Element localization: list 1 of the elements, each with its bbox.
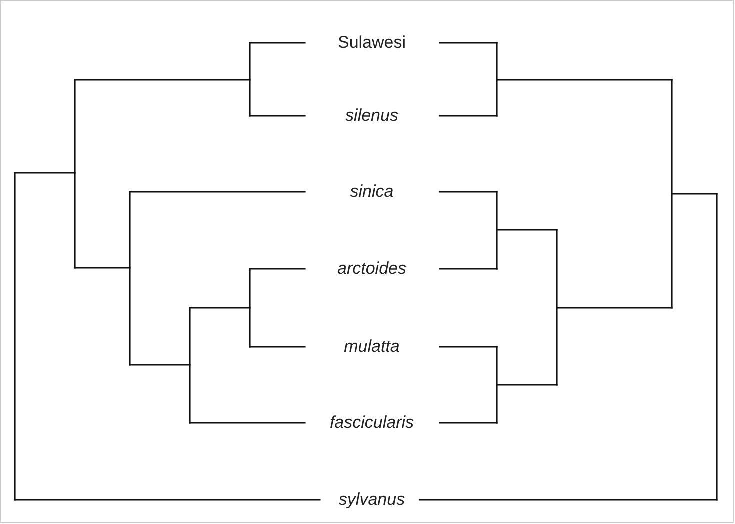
taxon-label: sylvanus	[336, 490, 408, 510]
